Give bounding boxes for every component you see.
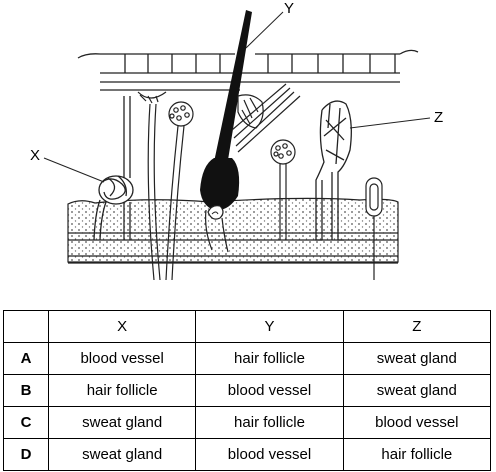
option-cell: hair follicle: [195, 342, 344, 375]
option-key: D: [3, 438, 49, 471]
option-cell: blood vessel: [195, 438, 344, 471]
answer-table: X Y Z A blood vessel hair follicle sweat…: [3, 310, 492, 471]
sebaceous-gland: [231, 83, 301, 153]
touch-receptor: [270, 139, 296, 240]
leader-lines: [43, 11, 431, 183]
option-row-b[interactable]: B hair follicle blood vessel sweat gland: [3, 374, 492, 407]
header-blank: [3, 310, 49, 343]
sweat-gland-x: [93, 96, 134, 241]
header-x: X: [47, 310, 197, 343]
option-cell: sweat gland: [47, 406, 197, 439]
option-row-d[interactable]: D sweat gland blood vessel hair follicle: [3, 438, 492, 471]
gland-z: [315, 100, 352, 241]
option-cell: hair follicle: [195, 406, 344, 439]
table-header-row: X Y Z: [3, 310, 492, 343]
option-cell: hair follicle: [342, 438, 492, 471]
option-row-c[interactable]: C sweat gland hair follicle blood vessel: [3, 406, 492, 439]
option-row-a[interactable]: A blood vessel hair follicle sweat gland: [3, 342, 492, 375]
header-z: Z: [342, 310, 492, 343]
option-cell: hair follicle: [47, 374, 197, 407]
label-y: Y: [284, 0, 294, 17]
option-key: C: [3, 406, 49, 439]
option-cell: sweat gland: [342, 374, 492, 407]
nerve-ending: [137, 91, 194, 281]
hair-follicle: [200, 10, 252, 253]
option-key: A: [3, 342, 49, 375]
option-cell: blood vessel: [195, 374, 344, 407]
option-cell: blood vessel: [47, 342, 197, 375]
label-z: Z: [434, 109, 443, 126]
skin-section-diagram: X Y Z: [30, 0, 443, 281]
option-cell: sweat gland: [47, 438, 197, 471]
fat-layer: [67, 197, 399, 263]
label-x: X: [30, 147, 40, 164]
option-key: B: [3, 374, 49, 407]
pressure-receptor: [365, 177, 383, 280]
option-cell: sweat gland: [342, 342, 492, 375]
option-cell: blood vessel: [342, 406, 492, 439]
header-y: Y: [195, 310, 344, 343]
epidermis: [77, 49, 419, 91]
